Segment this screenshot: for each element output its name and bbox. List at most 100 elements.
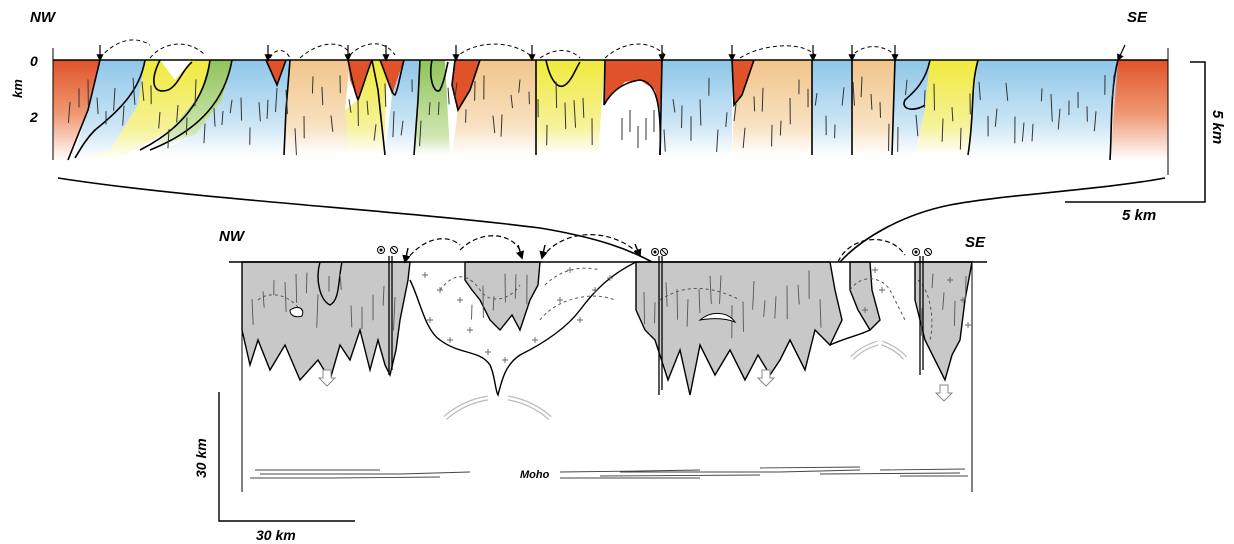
cleavage-tick bbox=[699, 99, 702, 126]
cleavage-tick bbox=[582, 97, 585, 118]
lower-section-arrows bbox=[402, 243, 642, 264]
cleavage-tick bbox=[305, 272, 308, 294]
granite-cross bbox=[457, 297, 463, 303]
fault-sense-symbols bbox=[377, 246, 932, 256]
cleavage-tick bbox=[366, 100, 369, 115]
cleavage-tick bbox=[447, 87, 450, 105]
cleavage-tick bbox=[1050, 94, 1053, 122]
unit-yellow bbox=[915, 60, 978, 155]
cleavage-tick bbox=[1005, 82, 1009, 101]
upper-section-units bbox=[53, 60, 1168, 160]
cleavage-tick bbox=[941, 118, 944, 142]
cleavage-tick bbox=[510, 94, 514, 109]
granite-cross bbox=[427, 317, 433, 323]
lens-body bbox=[289, 307, 304, 318]
lower-vertical-scale-label: 30 km bbox=[193, 438, 209, 478]
granite-cross bbox=[607, 275, 613, 281]
cleavage-tick bbox=[951, 107, 954, 122]
cleavage-tick bbox=[978, 81, 981, 101]
cleavage-tick bbox=[339, 273, 342, 290]
cleavage-tick bbox=[350, 305, 353, 328]
lens-body bbox=[698, 313, 737, 324]
lower-se-label: SE bbox=[965, 234, 986, 251]
cleavage-tick bbox=[672, 99, 676, 113]
cleavage-tick bbox=[514, 274, 517, 299]
cleavage-tick bbox=[709, 275, 712, 304]
cleavage-tick bbox=[779, 120, 782, 136]
upper-horizontal-scale-label: 5 km bbox=[1122, 207, 1156, 224]
cleavage-tick bbox=[492, 115, 496, 134]
cleavage-tick bbox=[665, 282, 668, 307]
upper-section-cleavage bbox=[67, 75, 1115, 156]
cleavage-tick bbox=[797, 284, 800, 305]
granite-cross bbox=[567, 267, 573, 273]
granite-cross bbox=[447, 337, 453, 343]
cleavage-tick bbox=[400, 120, 404, 136]
granite-cross bbox=[965, 322, 971, 328]
cleavage-tick bbox=[814, 93, 818, 106]
cleavage-tick bbox=[965, 275, 967, 302]
cleavage-tick bbox=[373, 124, 377, 141]
lower-horizontal-scale-label: 30 km bbox=[256, 527, 296, 543]
cleavage-tick bbox=[953, 300, 956, 326]
cleavage-tick bbox=[860, 76, 863, 98]
cleavage-tick bbox=[158, 111, 161, 129]
cleavage-tick bbox=[96, 97, 99, 115]
cleavage-tick bbox=[564, 102, 567, 129]
cleavage-tick bbox=[753, 96, 756, 112]
cleavage-tick bbox=[1057, 108, 1061, 130]
cleavage-tick bbox=[905, 79, 908, 96]
cleavage-tick bbox=[643, 291, 645, 325]
cleavage-tick bbox=[1021, 122, 1025, 142]
cleavage-tick bbox=[113, 87, 116, 111]
granite-cross bbox=[879, 287, 885, 293]
unit-orange bbox=[732, 60, 812, 155]
upper-section-contacts bbox=[67, 59, 1119, 161]
lower-section-faults bbox=[388, 256, 924, 395]
depth-tick-0: 0 bbox=[30, 53, 38, 69]
cleavage-tick bbox=[500, 114, 503, 137]
granite-cross bbox=[437, 287, 443, 293]
cleavage-tick bbox=[725, 112, 728, 127]
cleavage-tick bbox=[573, 100, 577, 128]
unit-red bbox=[266, 60, 286, 85]
upper-section: NW SE 0 2 km 5 km 5 km bbox=[10, 9, 1226, 224]
cleavage-tick bbox=[262, 291, 265, 308]
downward-flow-arrows bbox=[317, 369, 954, 402]
granite-cross bbox=[862, 307, 868, 313]
cleavage-tick bbox=[176, 105, 179, 123]
granite-cross bbox=[502, 357, 508, 363]
lower-section-grey-crust bbox=[241, 261, 973, 396]
cleavage-tick bbox=[1031, 123, 1034, 142]
cleavage-tick bbox=[132, 77, 136, 105]
granite-cross bbox=[532, 337, 538, 343]
unit-green bbox=[414, 60, 450, 155]
unit-orange bbox=[452, 60, 536, 155]
cleavage-tick bbox=[392, 111, 395, 138]
unit-yellow bbox=[536, 60, 605, 155]
cleavage-tick bbox=[384, 83, 387, 107]
depth-unit-label: km bbox=[10, 79, 25, 98]
cleavage-tick bbox=[994, 108, 998, 127]
cleavage-tick bbox=[719, 275, 722, 304]
cleavage-tick bbox=[229, 99, 233, 114]
cleavage-tick bbox=[393, 296, 396, 331]
cleavage-tick bbox=[266, 99, 269, 119]
unit-red bbox=[452, 60, 480, 110]
granite-cross bbox=[577, 317, 583, 323]
cleavage-tick bbox=[295, 274, 298, 303]
cleavage-tick bbox=[852, 81, 855, 106]
unit-green bbox=[150, 60, 232, 150]
cleavage-tick bbox=[686, 299, 689, 327]
cleavage-tick bbox=[676, 289, 679, 320]
cleavage-tick bbox=[428, 102, 431, 116]
cleavage-tick bbox=[761, 87, 764, 112]
zoom-connector-lines bbox=[57, 177, 1166, 263]
cleavage-tick bbox=[518, 79, 521, 93]
unit-blue bbox=[150, 60, 290, 155]
cleavage-tick bbox=[663, 129, 666, 152]
cleavage-tick bbox=[454, 82, 458, 98]
cleavage-tick bbox=[742, 127, 746, 149]
